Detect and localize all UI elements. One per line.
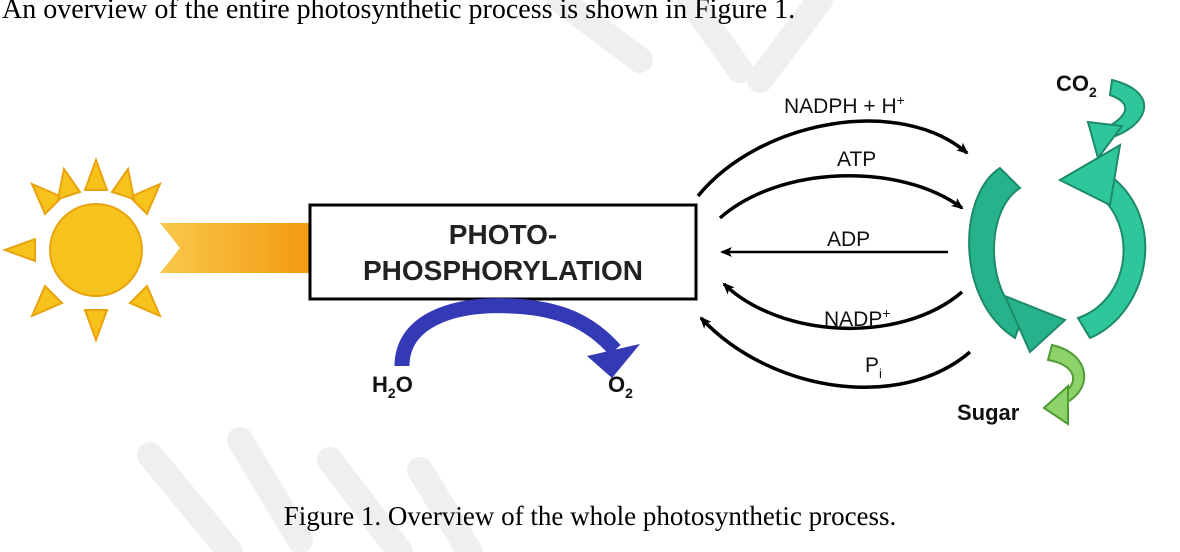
figure-caption: Figure 1. Overview of the whole photosyn… — [283, 501, 897, 531]
pi-arrow — [699, 316, 972, 389]
sugar-label: Sugar — [957, 400, 1020, 425]
water-split-arrow — [394, 298, 640, 378]
pi-label: Pi — [865, 354, 882, 381]
watermark — [137, 0, 833, 552]
exchange-arrows — [696, 119, 972, 389]
nadph-arrow — [696, 119, 969, 198]
atp-label: ATP — [837, 148, 876, 171]
nadph-label: NADPH + H+ — [784, 92, 905, 118]
box-line-2: PHOSPHORYLATION — [363, 255, 643, 286]
photophosphorylation-box — [308, 203, 698, 301]
sun-icon — [2, 157, 162, 343]
nadp-arrow — [722, 282, 964, 331]
light-beam — [160, 223, 310, 273]
o2-label: O2 — [608, 372, 633, 401]
atp-arrow — [718, 173, 964, 220]
calvin-cycle-icon — [968, 78, 1147, 426]
h2o-label: H2O — [372, 372, 413, 401]
co2-label: CO2 — [1056, 71, 1097, 100]
adp-label: ADP — [827, 228, 870, 251]
intro-sentence: An overview of the entire photosynthetic… — [2, 0, 796, 25]
nadp-label: NADP+ — [824, 305, 891, 331]
box-line-1: PHOTO- — [449, 219, 557, 250]
